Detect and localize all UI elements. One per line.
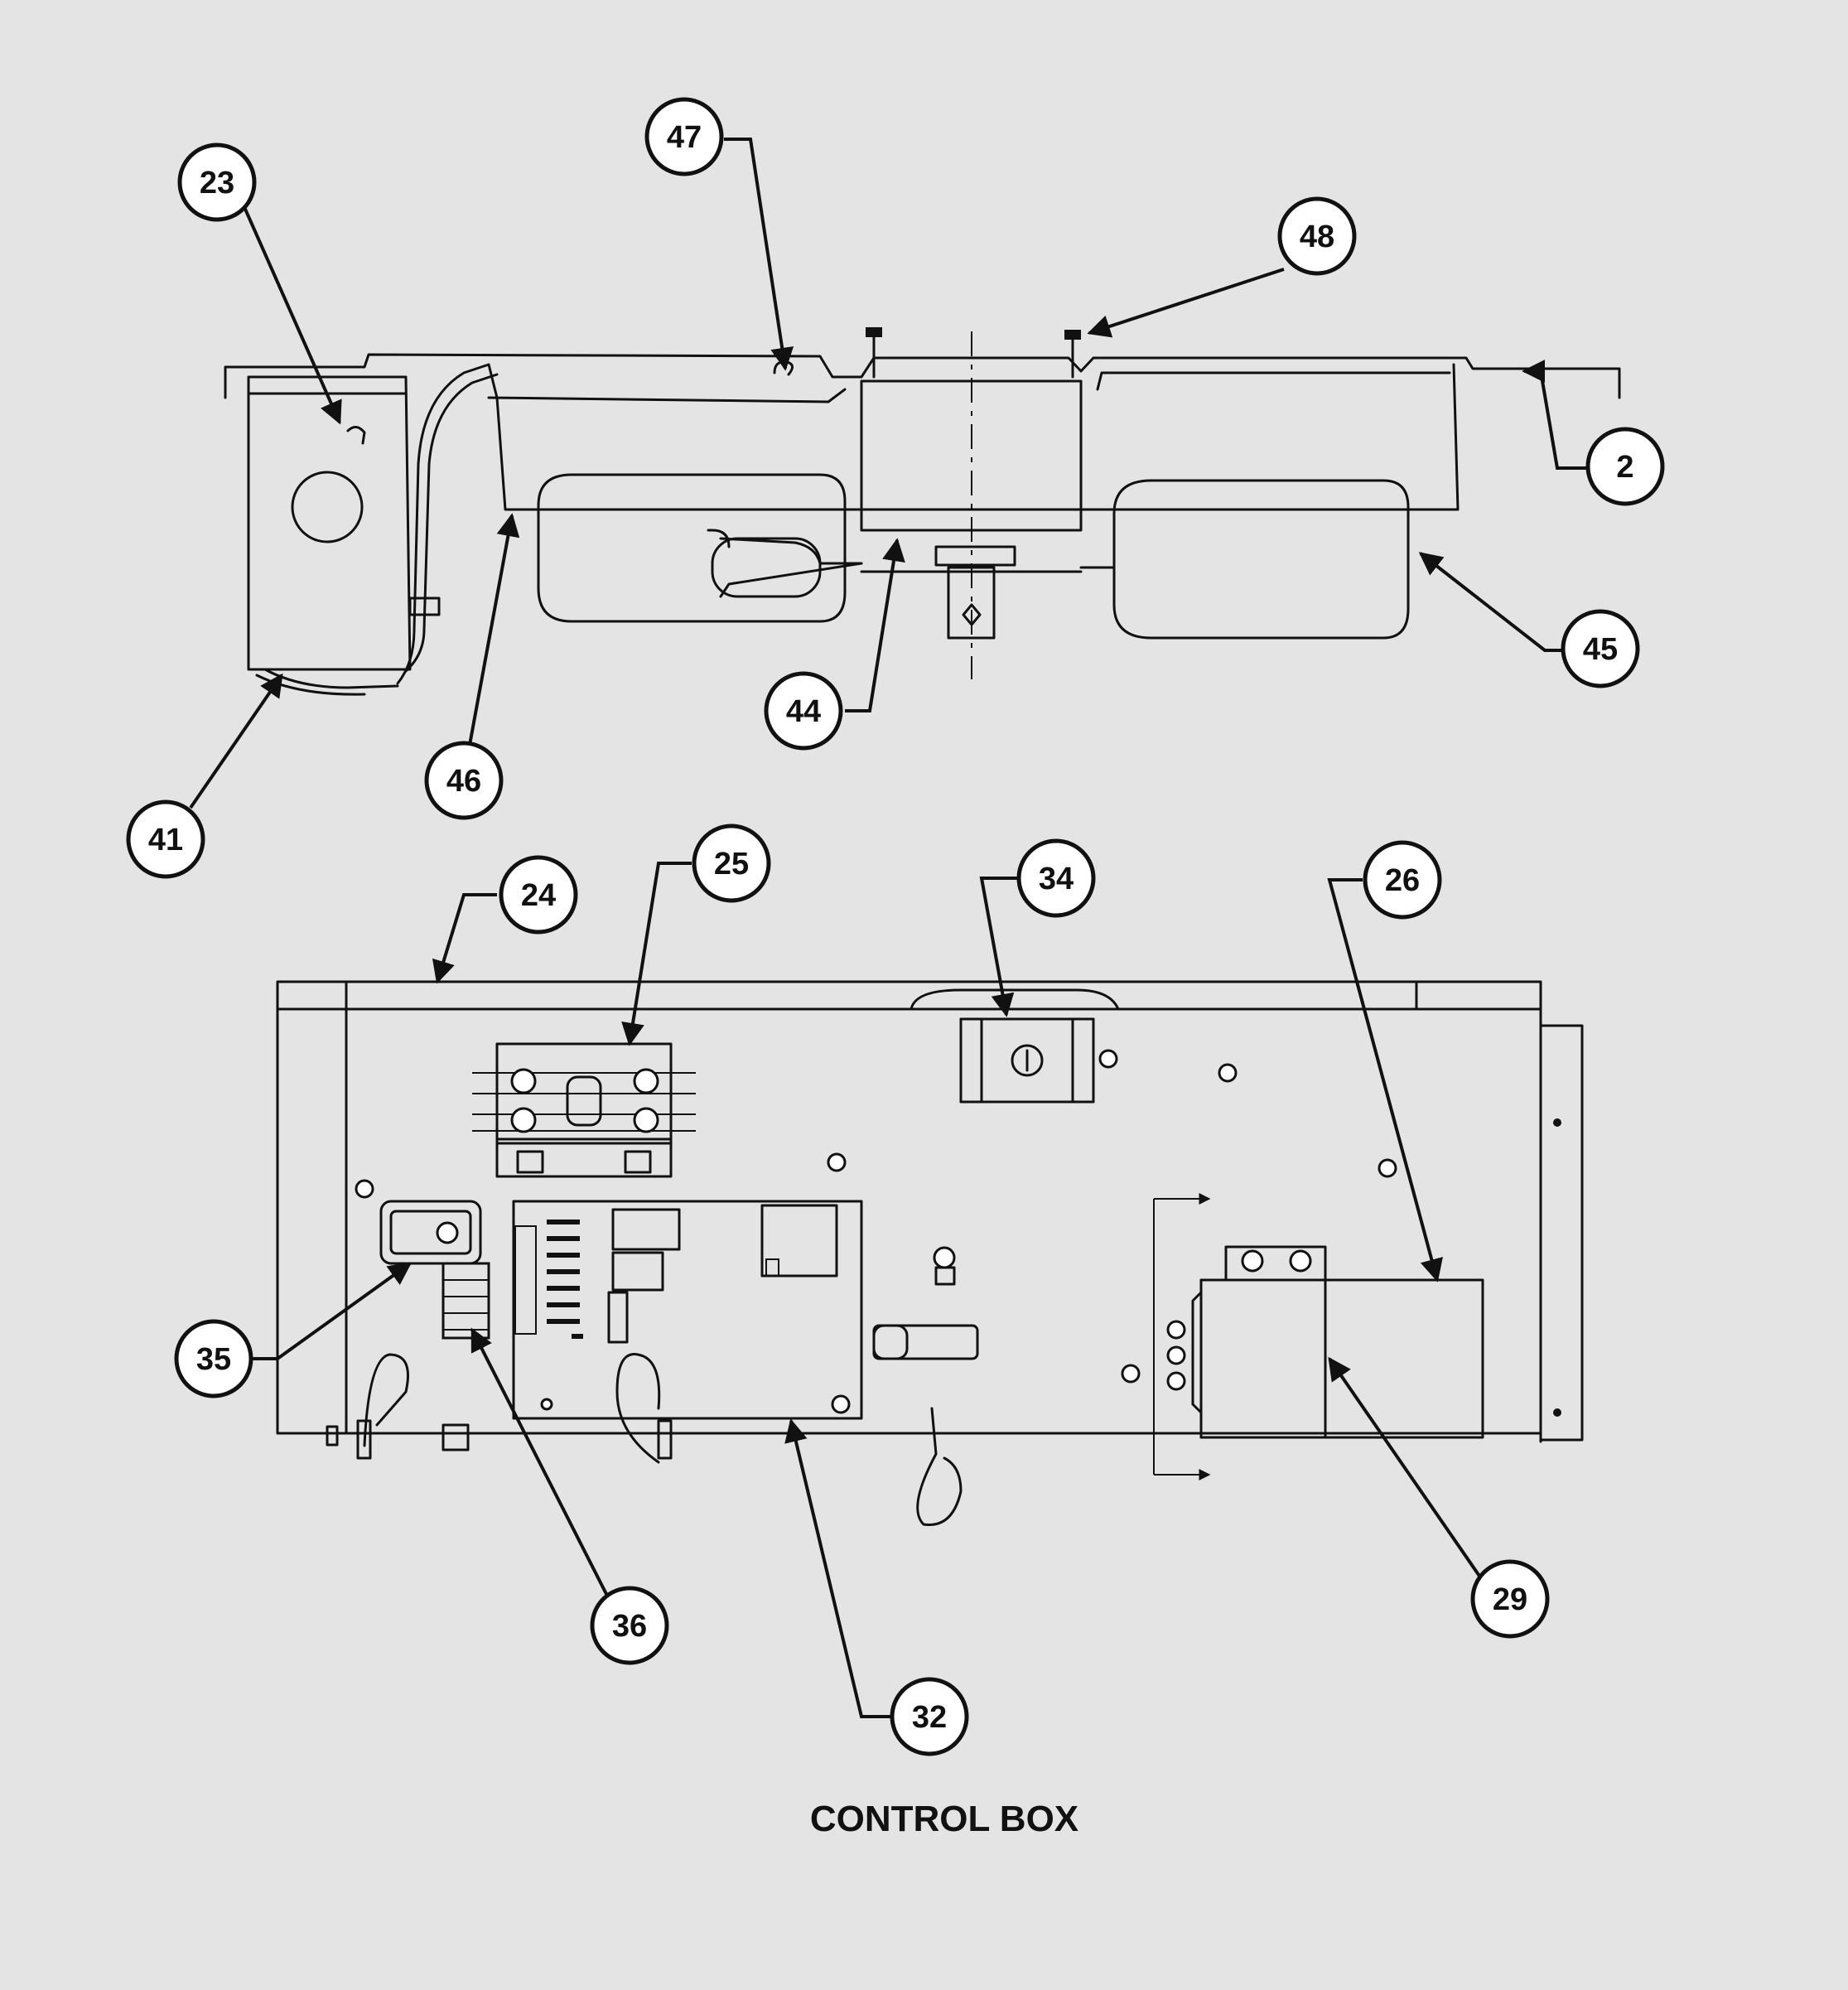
leader-29	[1328, 1356, 1484, 1582]
leader-34	[979, 877, 1017, 1017]
callout-label-25: 25	[714, 847, 749, 881]
callout-label-24: 24	[521, 878, 556, 913]
control-box-panel	[276, 980, 1542, 1435]
callout-36: 36	[590, 1586, 669, 1665]
diagram-title: CONTROL BOX	[810, 1799, 1078, 1839]
leader-23	[243, 206, 342, 425]
callout-2: 2	[1585, 427, 1665, 506]
callout-label-35: 35	[196, 1342, 231, 1377]
pin-connector	[441, 1262, 490, 1340]
left-motor	[537, 473, 847, 623]
leader-36	[470, 1327, 610, 1600]
callout-label-46: 46	[446, 764, 481, 799]
callout-44: 44	[764, 671, 843, 751]
leader-26	[1327, 878, 1443, 1282]
callout-34: 34	[1016, 838, 1096, 918]
knockout-hole	[291, 471, 364, 543]
leader-25	[621, 862, 692, 1046]
wire-loop-center	[916, 1407, 963, 1526]
leader-46	[466, 513, 520, 755]
callout-label-2: 2	[1616, 450, 1633, 485]
leader-48	[1087, 268, 1285, 338]
transformer	[1153, 1193, 1484, 1480]
leader-35	[253, 1262, 413, 1360]
right-motor	[1112, 479, 1410, 640]
callout-35: 35	[174, 1319, 253, 1398]
leader-44	[845, 538, 905, 712]
wire-loop-left	[363, 1353, 409, 1447]
callout-label-36: 36	[612, 1609, 647, 1644]
callout-48: 48	[1277, 196, 1357, 276]
electrical-box	[247, 363, 499, 696]
callout-label-41: 41	[148, 823, 183, 857]
callout-label-47: 47	[667, 120, 702, 155]
screw-left	[866, 327, 882, 379]
callout-25: 25	[692, 824, 771, 903]
fuse-holder	[872, 1246, 979, 1360]
screw-right	[1064, 330, 1081, 379]
wire-loop-board	[615, 1353, 661, 1464]
callout-label-48: 48	[1300, 220, 1334, 254]
callout-47: 47	[644, 97, 724, 176]
contactor	[472, 1042, 696, 1178]
terminal-block	[379, 1200, 482, 1265]
blower-assembly	[224, 327, 1621, 679]
callout-23: 23	[177, 142, 257, 222]
callouts: 23 47 48 2 45 44 46 41	[126, 97, 1665, 1756]
callout-26: 26	[1363, 840, 1442, 920]
callout-32: 32	[890, 1677, 969, 1756]
control-circuit-board	[512, 1200, 863, 1420]
leader-lines	[189, 138, 1586, 1718]
callout-24: 24	[499, 855, 578, 935]
leader-45	[1418, 552, 1566, 652]
leader-32	[784, 1418, 890, 1718]
leader-2	[1522, 360, 1586, 470]
callout-29: 29	[1470, 1559, 1550, 1639]
relay	[959, 1017, 1118, 1104]
blower-housing-top-rail	[224, 353, 1621, 399]
leader-47	[724, 138, 794, 371]
callout-label-29: 29	[1493, 1582, 1527, 1617]
leader-24	[432, 893, 497, 984]
callout-45: 45	[1561, 609, 1640, 688]
callout-label-45: 45	[1583, 632, 1618, 667]
callout-label-32: 32	[912, 1700, 947, 1735]
callout-46: 46	[424, 741, 504, 820]
bottom-connectors	[326, 1419, 673, 1460]
callout-label-23: 23	[200, 166, 234, 200]
callout-label-34: 34	[1039, 862, 1074, 896]
callout-label-26: 26	[1385, 863, 1420, 898]
callout-41: 41	[126, 799, 205, 879]
control-box-assembly	[276, 980, 1584, 1526]
leader-41	[189, 673, 283, 809]
left-blower-scroll	[487, 363, 1460, 511]
callout-label-44: 44	[786, 694, 821, 729]
box-clip	[346, 426, 366, 445]
